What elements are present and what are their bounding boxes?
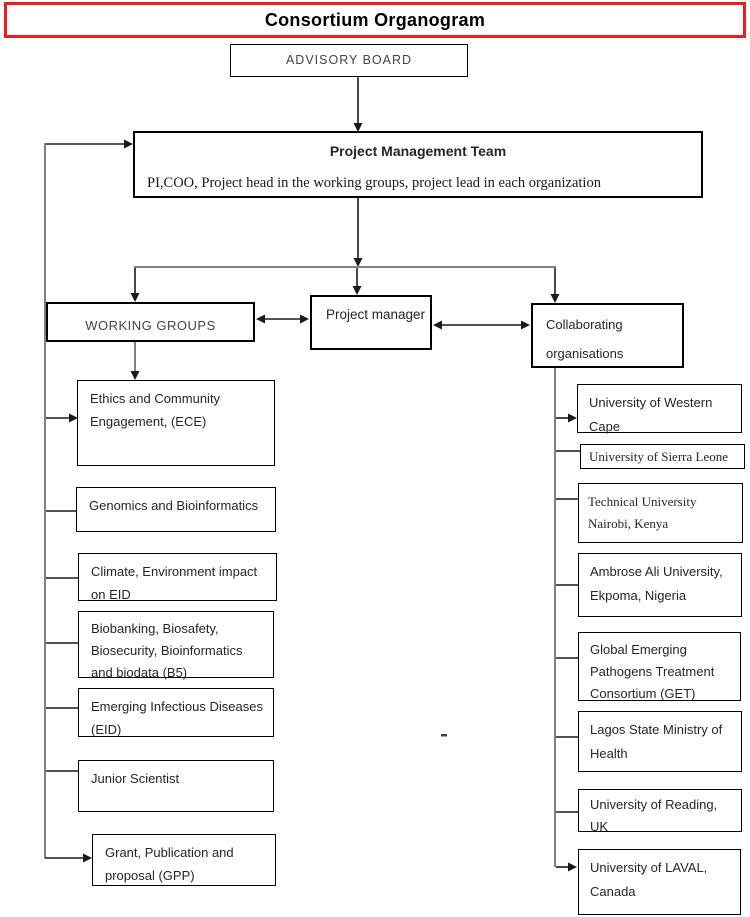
node-university-reading: University of Reading, UK <box>578 789 742 834</box>
arrowhead-down-icon <box>353 258 363 267</box>
node-project-manager: Project manager <box>310 295 432 350</box>
node-genomics-bioinformatics: Genomics and Bioinformatics <box>76 487 276 532</box>
page-title: Consortium Organogram <box>264 9 486 30</box>
node-university-sierra-leone: University of Sierra Leone <box>580 444 745 469</box>
node-ambrose-ali-university: Ambrose Ali University, Ekpoma, Nigeria <box>578 553 742 617</box>
arrowhead-left-icon <box>256 314 265 324</box>
node-advisory-board: ADVISORY BOARD <box>230 44 468 77</box>
diagram-title-box: Consortium Organogram <box>4 2 746 38</box>
arrowhead-right-icon <box>300 314 309 324</box>
arrowhead-right-icon <box>568 862 577 872</box>
node-biobanking-b5: Biobanking, Biosafety, Biosecurity, Bioi… <box>78 611 274 680</box>
node-get-consortium: Global Emerging Pathogens Treatment Cons… <box>578 632 741 701</box>
pmt-description: PI,COO, Project head in the working grou… <box>147 175 601 191</box>
node-climate-environment-eid: Climate, Environment impact on EID <box>78 553 277 602</box>
node-university-western-cape: University of Western Cape <box>577 384 742 434</box>
arrowhead-right-icon <box>521 320 530 330</box>
node-lagos-state-ministry: Lagos State Ministry of Health <box>578 711 742 772</box>
arrowhead-down-icon <box>353 123 363 132</box>
arrowhead-right-icon <box>83 853 92 863</box>
arrowhead-down-icon <box>550 294 560 303</box>
arrowhead-down-icon <box>130 293 140 302</box>
node-grant-publication-proposal: Grant, Publication and proposal (GPP) <box>92 834 276 886</box>
stray-mark <box>441 734 447 737</box>
arrowhead-right-icon <box>568 413 577 423</box>
arrowhead-down-icon <box>130 371 140 380</box>
node-collaborating-organisations: Collaborating organisations <box>531 303 684 368</box>
arrowhead-right-icon <box>69 413 78 423</box>
pmt-title: Project Management Team <box>329 143 507 159</box>
arrowhead-right-icon <box>124 139 133 149</box>
node-working-groups: WORKING GROUPS <box>46 302 255 342</box>
arrowhead-left-icon <box>433 320 442 330</box>
node-technical-university-nairobi: Technical University Nairobi, Kenya <box>578 483 743 543</box>
node-project-management-team: Project Management Team PI,COO, Project … <box>133 131 703 198</box>
arrowhead-down-icon <box>352 286 362 295</box>
node-university-laval: University of LAVAL, Canada <box>578 849 741 915</box>
node-junior-scientist: Junior Scientist <box>78 760 274 812</box>
node-ethics-community-engagement: Ethics and Community Engagement, (ECE) <box>77 380 275 466</box>
node-emerging-infectious-diseases: Emerging Infectious Diseases (EID) <box>78 688 274 737</box>
